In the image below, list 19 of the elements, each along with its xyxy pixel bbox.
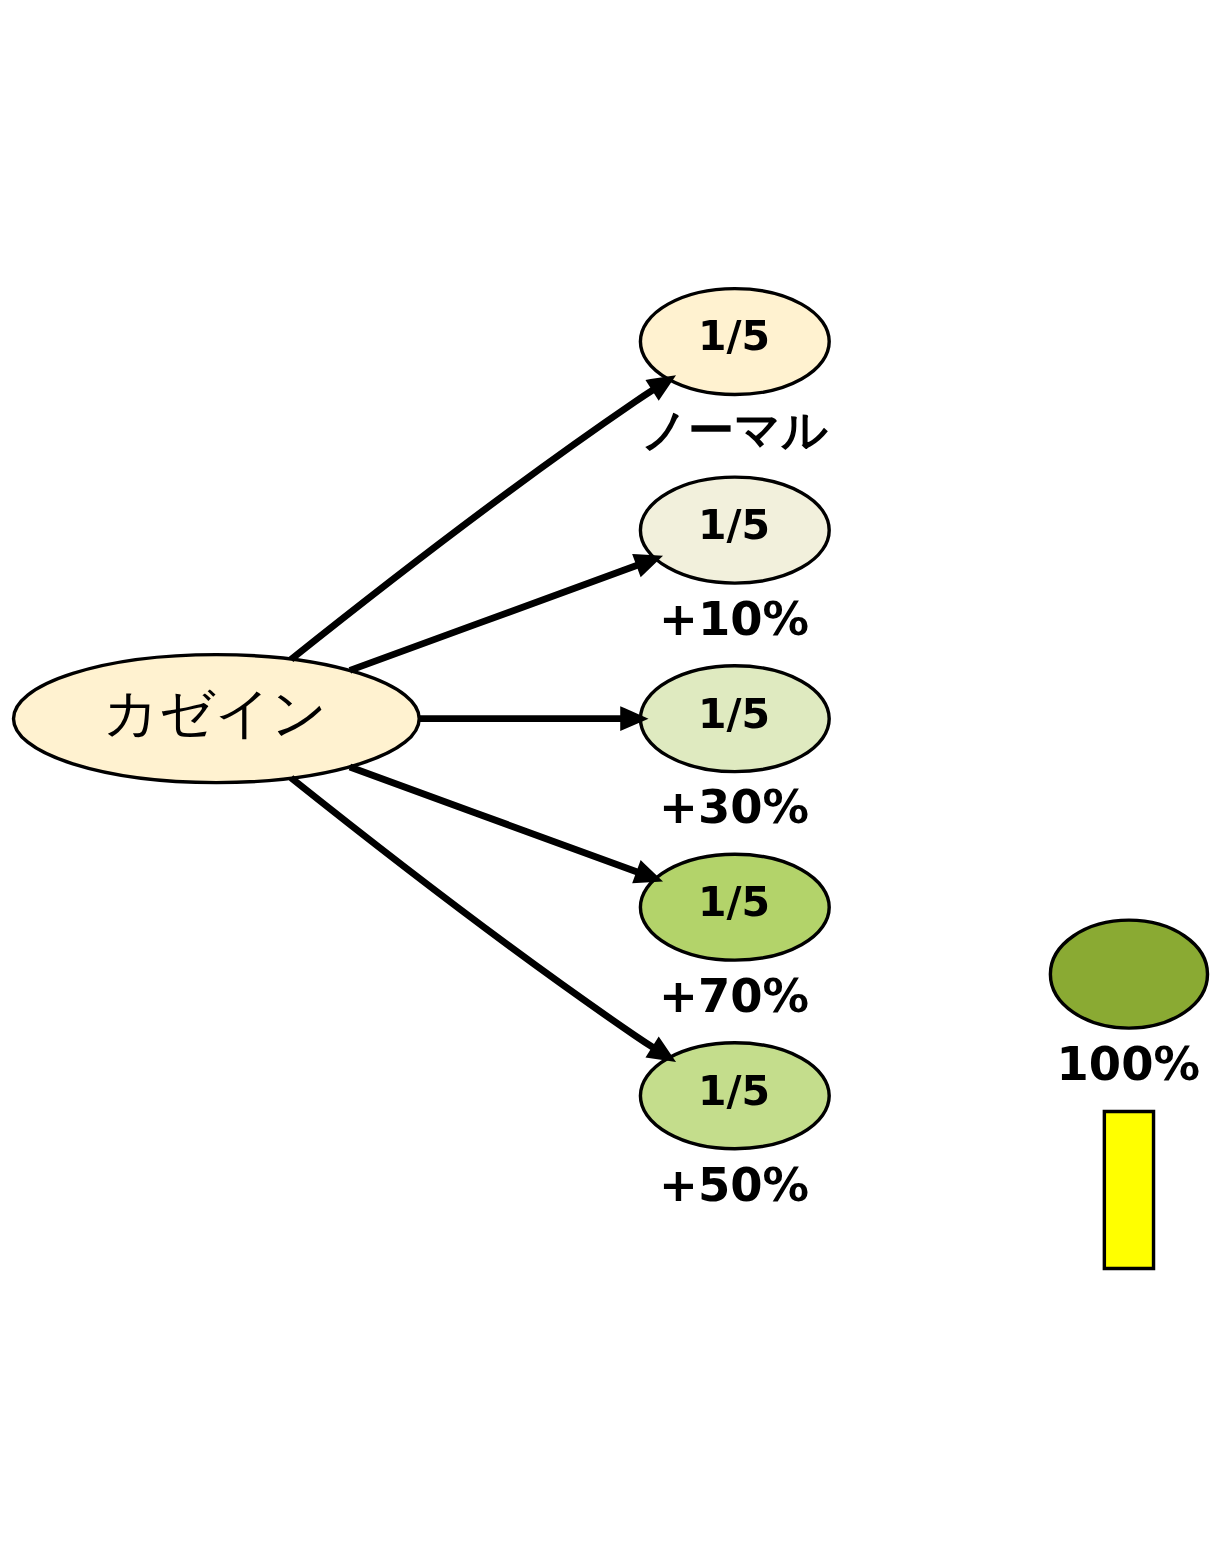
node-label: +30% xyxy=(658,780,810,835)
node-label: ノーマル xyxy=(640,403,828,458)
node-label: +70% xyxy=(658,968,810,1023)
arrow xyxy=(348,763,663,884)
arrow xyxy=(288,375,677,663)
node-ellipse: 1/5 xyxy=(638,852,831,962)
arrow xyxy=(348,553,663,674)
node-label: 100% xyxy=(1056,1037,1201,1092)
node-label: +50% xyxy=(658,1157,810,1212)
arrow xyxy=(419,706,649,732)
node-ellipse: カゼイン xyxy=(11,652,421,785)
node-ellipse: 1/5 xyxy=(638,475,831,585)
node-label: +10% xyxy=(658,591,810,646)
node-ellipse: 1/5 xyxy=(638,1041,831,1151)
node-ellipse xyxy=(1048,918,1210,1030)
node-box xyxy=(1102,1109,1156,1271)
node-ellipse: 1/5 xyxy=(638,663,831,774)
node-ellipse: 1/5 xyxy=(638,286,831,397)
arrow xyxy=(288,775,677,1063)
